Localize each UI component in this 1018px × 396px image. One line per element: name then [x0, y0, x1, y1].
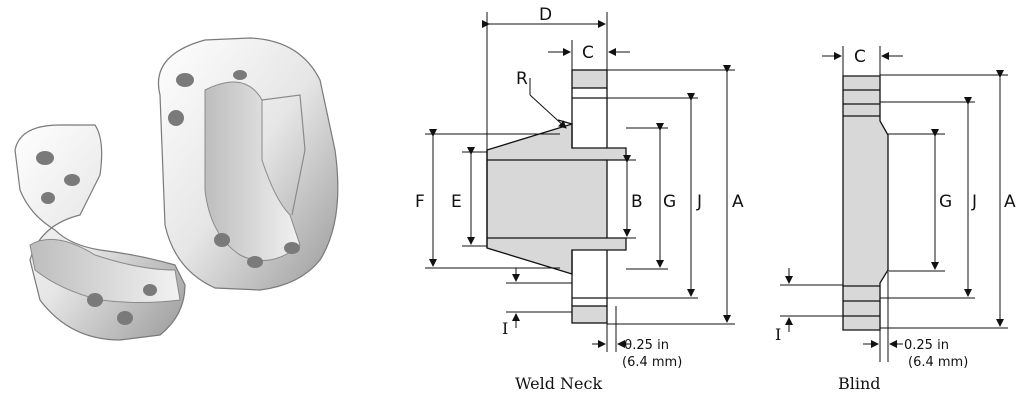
blind-caption: Blind: [838, 374, 881, 393]
blind-clearance-mm: (6.4 mm): [908, 355, 968, 370]
blind-drawing: C G J A I 0.25 in (6.4 mm) Blind: [775, 46, 1016, 393]
weld-neck-caption: Weld Neck: [515, 374, 602, 393]
label-C: C: [582, 43, 594, 63]
blind-label-A: A: [1004, 192, 1016, 212]
blind-dimensions: [780, 46, 1008, 362]
clearance-in: 0.25 in: [624, 338, 669, 353]
label-D: D: [539, 5, 552, 25]
label-R: R: [516, 69, 528, 89]
flange-illustration: [14, 37, 339, 341]
blind-outline: [843, 89, 880, 317]
blind-body: [842, 75, 889, 331]
label-E: E: [451, 192, 462, 212]
clearance-mm: (6.4 mm): [622, 355, 682, 370]
blind-label-I: I: [775, 325, 781, 344]
blind-clearance-in: 0.25 in: [904, 338, 949, 353]
label-G: G: [663, 192, 676, 212]
label-J: J: [696, 192, 702, 212]
weld-neck-body: [486, 69, 627, 324]
label-B: B: [631, 192, 643, 212]
weld-neck-drawing: D C R F E B G J A I 0.25 in (6.4 mm) Wel…: [415, 5, 744, 393]
blind-label-J: J: [971, 192, 977, 212]
label-I: I: [502, 319, 508, 338]
flange-front-half: [14, 124, 186, 341]
flange-back-half: [158, 37, 339, 291]
label-F: F: [415, 192, 425, 212]
blind-label-G: G: [939, 192, 952, 212]
blind-label-C: C: [854, 47, 866, 67]
label-A: A: [732, 192, 744, 212]
weld-neck-dimensions: [425, 12, 735, 352]
